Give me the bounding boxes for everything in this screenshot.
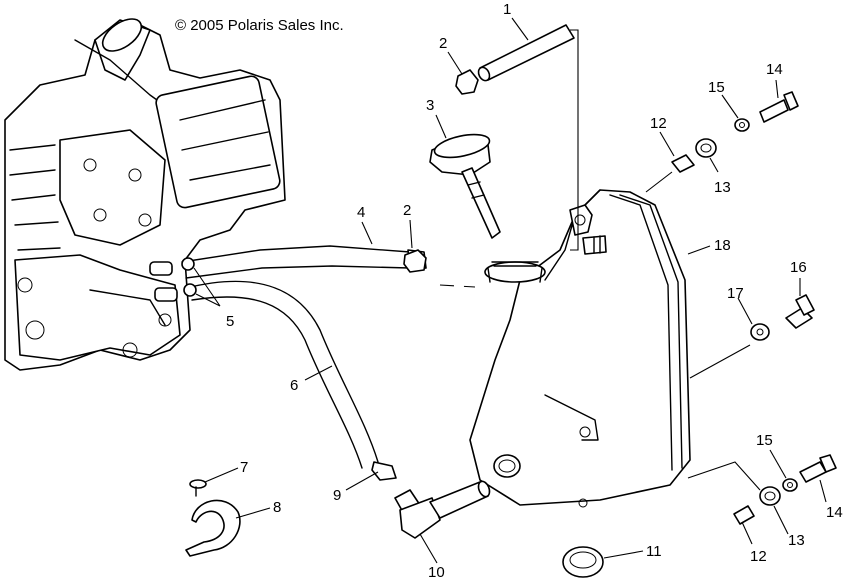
part-14-bolt-upper (759, 91, 799, 123)
callout-17: 17 (727, 285, 744, 302)
part-12-spacer-upper (671, 154, 695, 173)
callout-12: 12 (650, 115, 667, 132)
callout-9: 9 (333, 487, 341, 504)
part-15-washer-upper (734, 118, 750, 132)
callout-10: 10 (428, 564, 445, 579)
engine-assembly (4, 18, 286, 371)
callout-15: 15 (708, 79, 725, 96)
part-5-oring-a (181, 257, 195, 271)
part-2-clamp-top (455, 69, 479, 95)
callout-18: 18 (714, 237, 731, 254)
callout-15: 15 (756, 432, 773, 449)
part-12-spacer-lower (733, 505, 755, 525)
part-8-p-clamp (185, 499, 241, 557)
callout-6: 6 (290, 377, 298, 394)
callout-11: 11 (646, 543, 662, 560)
part-13-grommet-upper (695, 138, 717, 158)
callout-12: 12 (750, 548, 767, 565)
callout-8: 8 (273, 499, 281, 516)
callout-3: 3 (426, 97, 434, 114)
callout-13: 13 (788, 532, 805, 549)
part-10-elbow-fitting (394, 480, 491, 539)
part-13-grommet-lower (759, 486, 781, 506)
part-3-dipstick (429, 133, 501, 239)
copyright-text: © 2005 Polaris Sales Inc. (175, 17, 344, 34)
part-15-washer-lower (782, 478, 798, 492)
callout-14: 14 (826, 504, 843, 521)
callout-7: 7 (240, 459, 248, 476)
return-hose (185, 280, 397, 481)
vent-hose (181, 245, 427, 279)
alignment-line (439, 284, 476, 288)
callout-16: 16 (790, 259, 807, 276)
callout-5: 5 (226, 313, 234, 330)
callout-labels: 1 2 2 3 4 5 6 7 8 9 10 11 12 12 13 13 14… (226, 1, 843, 579)
part-1-tube (477, 24, 575, 82)
part-11-cap (562, 546, 604, 578)
part-17-washer (750, 323, 770, 341)
leader-lines (193, 17, 827, 564)
callout-1: 1 (503, 1, 511, 18)
part-2-clamp-hose (403, 249, 427, 273)
oil-tank (469, 189, 691, 508)
callout-2: 2 (403, 202, 411, 219)
callout-4: 4 (357, 204, 365, 221)
part-5-oring-b (183, 283, 197, 297)
callout-13: 13 (714, 179, 731, 196)
part-7-screw (189, 479, 207, 497)
callout-2: 2 (439, 35, 447, 52)
part-14-bolt-lower (799, 454, 837, 483)
part-16-drain-plug (785, 294, 815, 329)
callout-14: 14 (766, 61, 783, 78)
